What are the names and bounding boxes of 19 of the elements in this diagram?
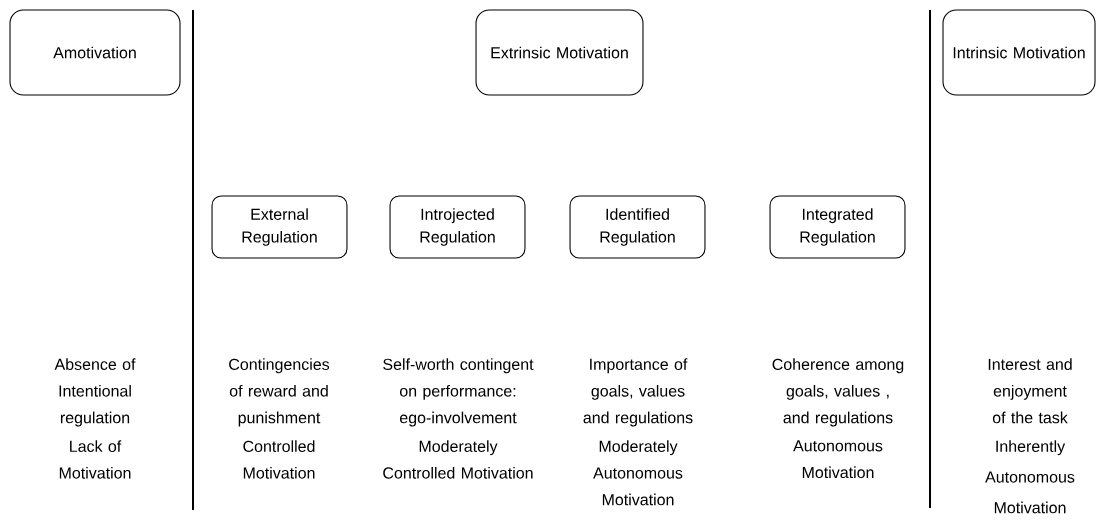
- row-text: Coherence among goals, values , and regulations: [772, 358, 904, 427]
- row-text: Lack of Motivation: [59, 440, 131, 479]
- row-text: Autonomous Motivation: [793, 440, 883, 479]
- row-text: Interest and enjoyment of the task: [988, 358, 1072, 424]
- row-text: Controlled Motivation: [243, 440, 315, 479]
- rounded-box: External Regulation: [211, 195, 348, 259]
- rounded-box: Intrinsic Motivation: [942, 9, 1096, 96]
- row-text: Moderately Autonomous Motivation: [593, 440, 683, 506]
- row-text: Inherently Autonomous Motivation: [985, 440, 1075, 514]
- row-text: Absence of Intentional regulation: [54, 358, 136, 427]
- rounded-box: Integrated Regulation: [769, 195, 906, 259]
- row-text: Importance of goals, values and regulations: [583, 358, 693, 427]
- rounded-box: Introjected Regulation: [389, 195, 526, 259]
- row-text: Self-worth contingent on performance: ego-involvement: [383, 358, 534, 427]
- row-text: Moderately Controlled Motivation: [383, 440, 533, 479]
- rounded-box: Extrinsic Motivation: [475, 9, 644, 96]
- rounded-box: Identified Regulation: [569, 195, 706, 259]
- rounded-box: Amotivation: [9, 9, 181, 96]
- row-text: Contingencies of reward and punishment: [229, 358, 330, 427]
